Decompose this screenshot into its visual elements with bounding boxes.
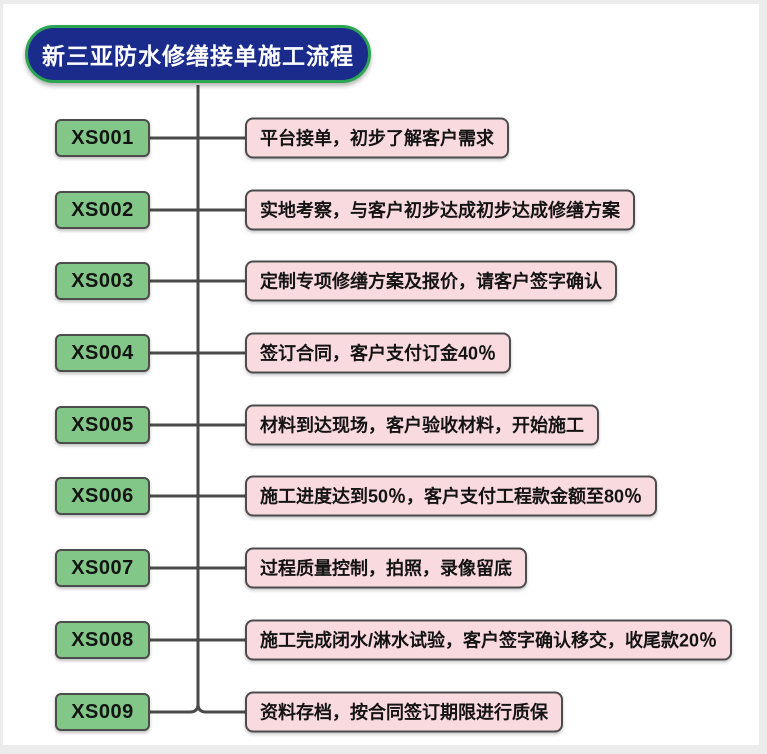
step-id-label: XS008	[71, 628, 134, 651]
flowchart-title-label: 新三亚防水修缮接单施工流程	[42, 43, 354, 69]
step-id-label: XS006	[71, 484, 134, 507]
step-desc-box[interactable]: 过程质量控制，拍照，录像留底	[245, 547, 527, 589]
step-id-box[interactable]: XS005	[55, 406, 150, 444]
step-id-label: XS007	[71, 556, 134, 579]
step-id-box[interactable]: XS004	[55, 334, 150, 372]
step-id-box[interactable]: XS002	[55, 191, 150, 229]
step-desc-box[interactable]: 实地考察，与客户初步达成初步达成修缮方案	[245, 189, 635, 231]
step-desc-box[interactable]: 施工完成闭水/淋水试验，客户签字确认移交，收尾款20％	[245, 619, 733, 661]
step-id-label: XS004	[71, 341, 134, 364]
connector-lines	[148, 85, 247, 714]
step-id-box[interactable]: XS008	[55, 621, 150, 659]
step-desc-label: 施工进度达到50％，客户支付工程款金额至80％	[260, 486, 643, 507]
step-desc-label: 平台接单，初步了解客户需求	[260, 128, 494, 149]
step-id-label: XS009	[71, 700, 134, 723]
step-id-box[interactable]: XS009	[55, 693, 150, 731]
flowchart-canvas: 新三亚防水修缮接单施工流程 XS001 平台接单，初步了解客户需求 XS002 …	[3, 4, 759, 745]
step-desc-box[interactable]: 施工进度达到50％，客户支付工程款金额至80％	[245, 475, 658, 517]
step-id-box[interactable]: XS006	[55, 477, 150, 515]
step-id-box[interactable]: XS003	[55, 262, 150, 300]
step-desc-box[interactable]: 平台接单，初步了解客户需求	[245, 117, 509, 159]
step-desc-label: 过程质量控制，拍照，录像留底	[260, 558, 512, 579]
flowchart-title-node[interactable]: 新三亚防水修缮接单施工流程	[25, 25, 371, 83]
step-id-label: XS003	[71, 269, 134, 292]
step-desc-label: 签订合同，客户支付订金40％	[260, 343, 497, 364]
step-desc-box[interactable]: 定制专项修缮方案及报价，请客户签字确认	[245, 260, 617, 302]
step-desc-box[interactable]: 签订合同，客户支付订金40％	[245, 332, 512, 374]
step-id-label: XS002	[71, 198, 134, 221]
step-id-box[interactable]: XS007	[55, 549, 150, 587]
step-desc-label: 实地考察，与客户初步达成初步达成修缮方案	[260, 200, 620, 221]
step-desc-label: 定制专项修缮方案及报价，请客户签字确认	[260, 271, 602, 292]
step-desc-label: 资料存档，按合同签订期限进行质保	[260, 702, 548, 723]
step-desc-box[interactable]: 资料存档，按合同签订期限进行质保	[245, 691, 563, 733]
step-desc-box[interactable]: 材料到达现场，客户验收材料，开始施工	[245, 404, 599, 446]
step-id-label: XS001	[71, 126, 134, 149]
step-desc-label: 材料到达现场，客户验收材料，开始施工	[260, 415, 584, 436]
step-id-box[interactable]: XS001	[55, 119, 150, 157]
step-id-label: XS005	[71, 413, 134, 436]
step-desc-label: 施工完成闭水/淋水试验，客户签字确认移交，收尾款20％	[260, 630, 718, 651]
